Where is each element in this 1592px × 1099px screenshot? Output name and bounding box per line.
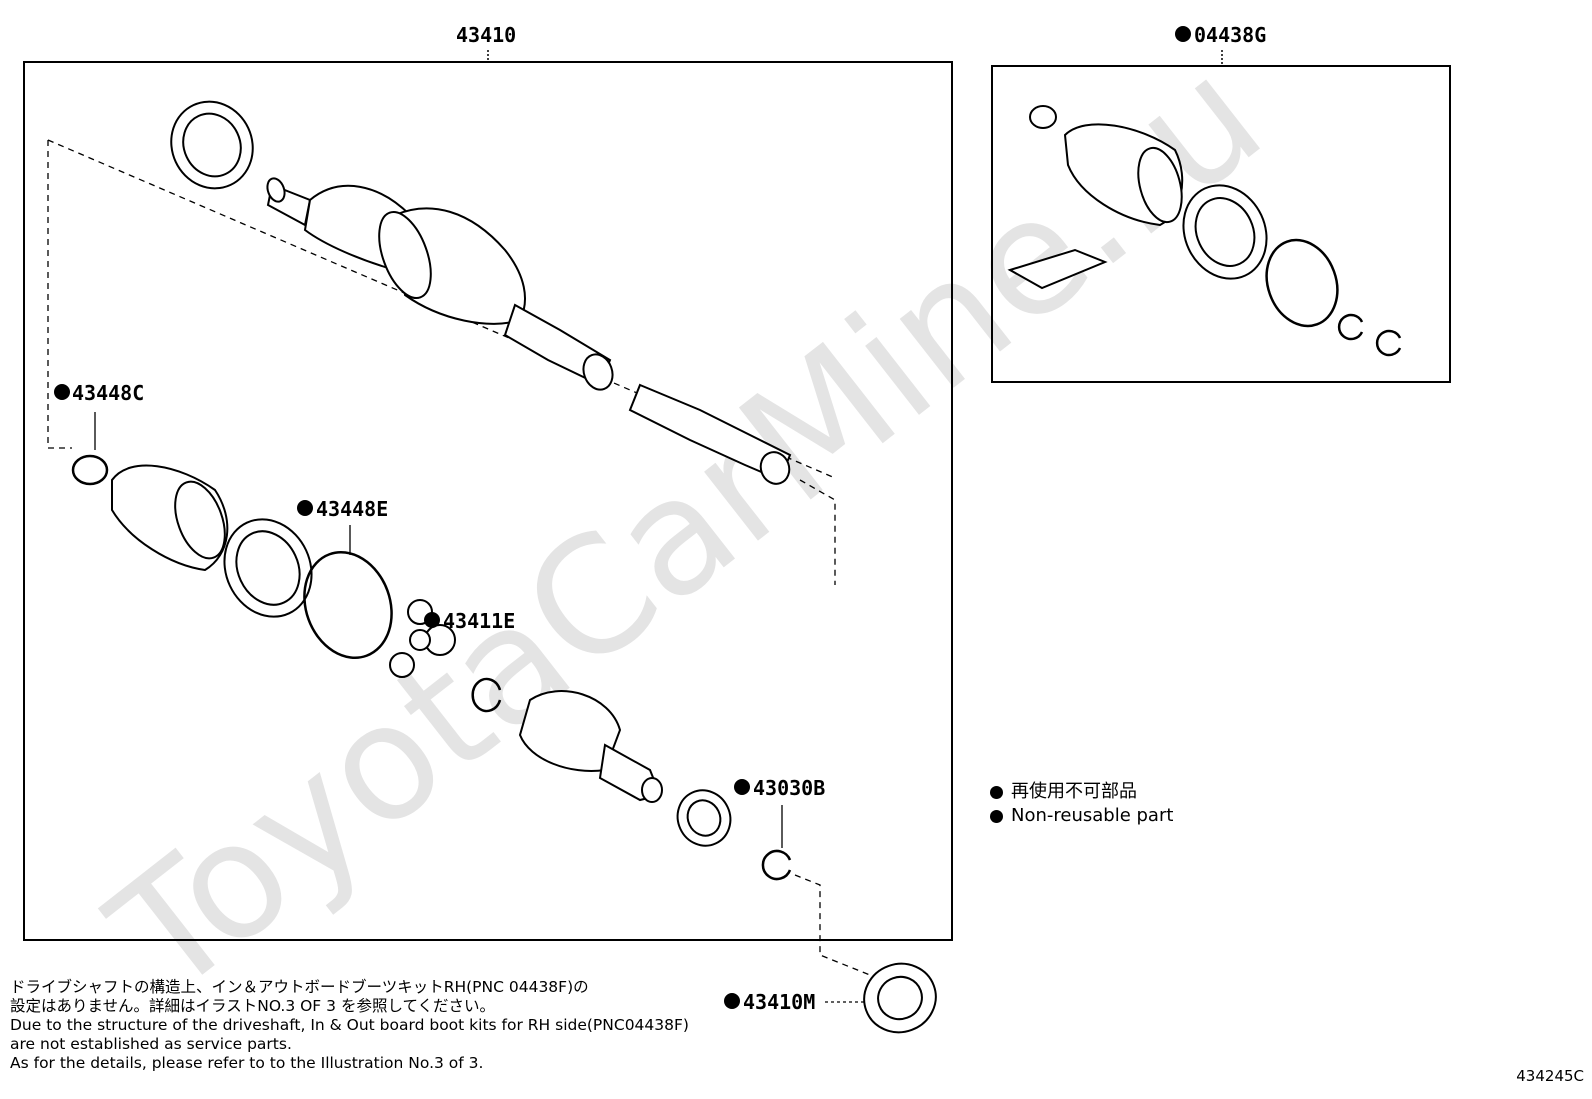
inner-boot[interactable] xyxy=(111,464,234,572)
boot-kit-frame xyxy=(991,65,1451,383)
snap-ring[interactable] xyxy=(761,849,792,881)
legend-row-en: Non-reusable part xyxy=(990,804,1173,828)
note-jp-line1: ドライブシャフトの構造上、イン＆アウトボードブーツキットRH(PNC 04438… xyxy=(10,978,589,996)
legend: 再使用不可部品 Non-reusable part xyxy=(990,780,1173,828)
note-en-line1: Due to the structure of the driveshaft, … xyxy=(10,1016,689,1034)
drive-shaft-assembly[interactable] xyxy=(264,176,793,488)
assembly-frame xyxy=(23,61,953,941)
part-marker-dot-icon xyxy=(990,785,1003,799)
boot-kit-contents[interactable] xyxy=(1007,105,1402,357)
inboard-joint-housing[interactable] xyxy=(518,690,663,803)
part-marker-dot-icon xyxy=(297,500,313,516)
part-marker-dot-icon xyxy=(734,779,750,795)
small-boot-band[interactable] xyxy=(71,454,109,486)
label-43448E[interactable]: 43448E xyxy=(316,497,388,521)
illustration-code: 434245C xyxy=(1516,1067,1584,1085)
oil-seal[interactable] xyxy=(669,782,740,855)
label-04438G[interactable]: 04438G xyxy=(1194,23,1266,47)
label-43448C[interactable]: 43448C xyxy=(72,381,144,405)
part-marker-dot-icon xyxy=(54,384,70,400)
label-43030B[interactable]: 43030B xyxy=(753,776,825,800)
tripod-snap-ring[interactable] xyxy=(471,677,502,713)
outer-seal-43410M[interactable] xyxy=(855,954,946,1043)
note-jp-line2: 設定はありません。詳細はイラストNO.3 OF 3 を参照してください。 xyxy=(10,997,496,1015)
note-en-line2: are not established as service parts. xyxy=(10,1035,292,1053)
large-boot-band[interactable] xyxy=(290,540,406,670)
label-43410M[interactable]: 43410M xyxy=(743,990,815,1014)
subassembly-dashed-outline xyxy=(47,140,72,449)
label-43411E[interactable]: 43411E xyxy=(443,609,515,633)
part-marker-dot-icon xyxy=(1175,26,1191,42)
label-43410[interactable]: 43410 xyxy=(456,23,516,47)
part-marker-dot-icon xyxy=(990,809,1003,823)
note-en-line3: As for the details, please refer to to t… xyxy=(10,1054,484,1072)
part-marker-dot-icon xyxy=(724,993,740,1009)
part-marker-dot-icon xyxy=(424,612,440,628)
legend-jp-text: 再使用不可部品 xyxy=(1011,781,1137,802)
legend-en-text: Non-reusable part xyxy=(1011,805,1174,826)
legend-row-jp: 再使用不可部品 xyxy=(990,780,1173,804)
outer-dust-seal[interactable] xyxy=(157,88,267,202)
boot-housing-ring[interactable] xyxy=(209,505,327,631)
footnote: ドライブシャフトの構造上、イン＆アウトボードブーツキットRH(PNC 04438… xyxy=(10,978,689,1073)
